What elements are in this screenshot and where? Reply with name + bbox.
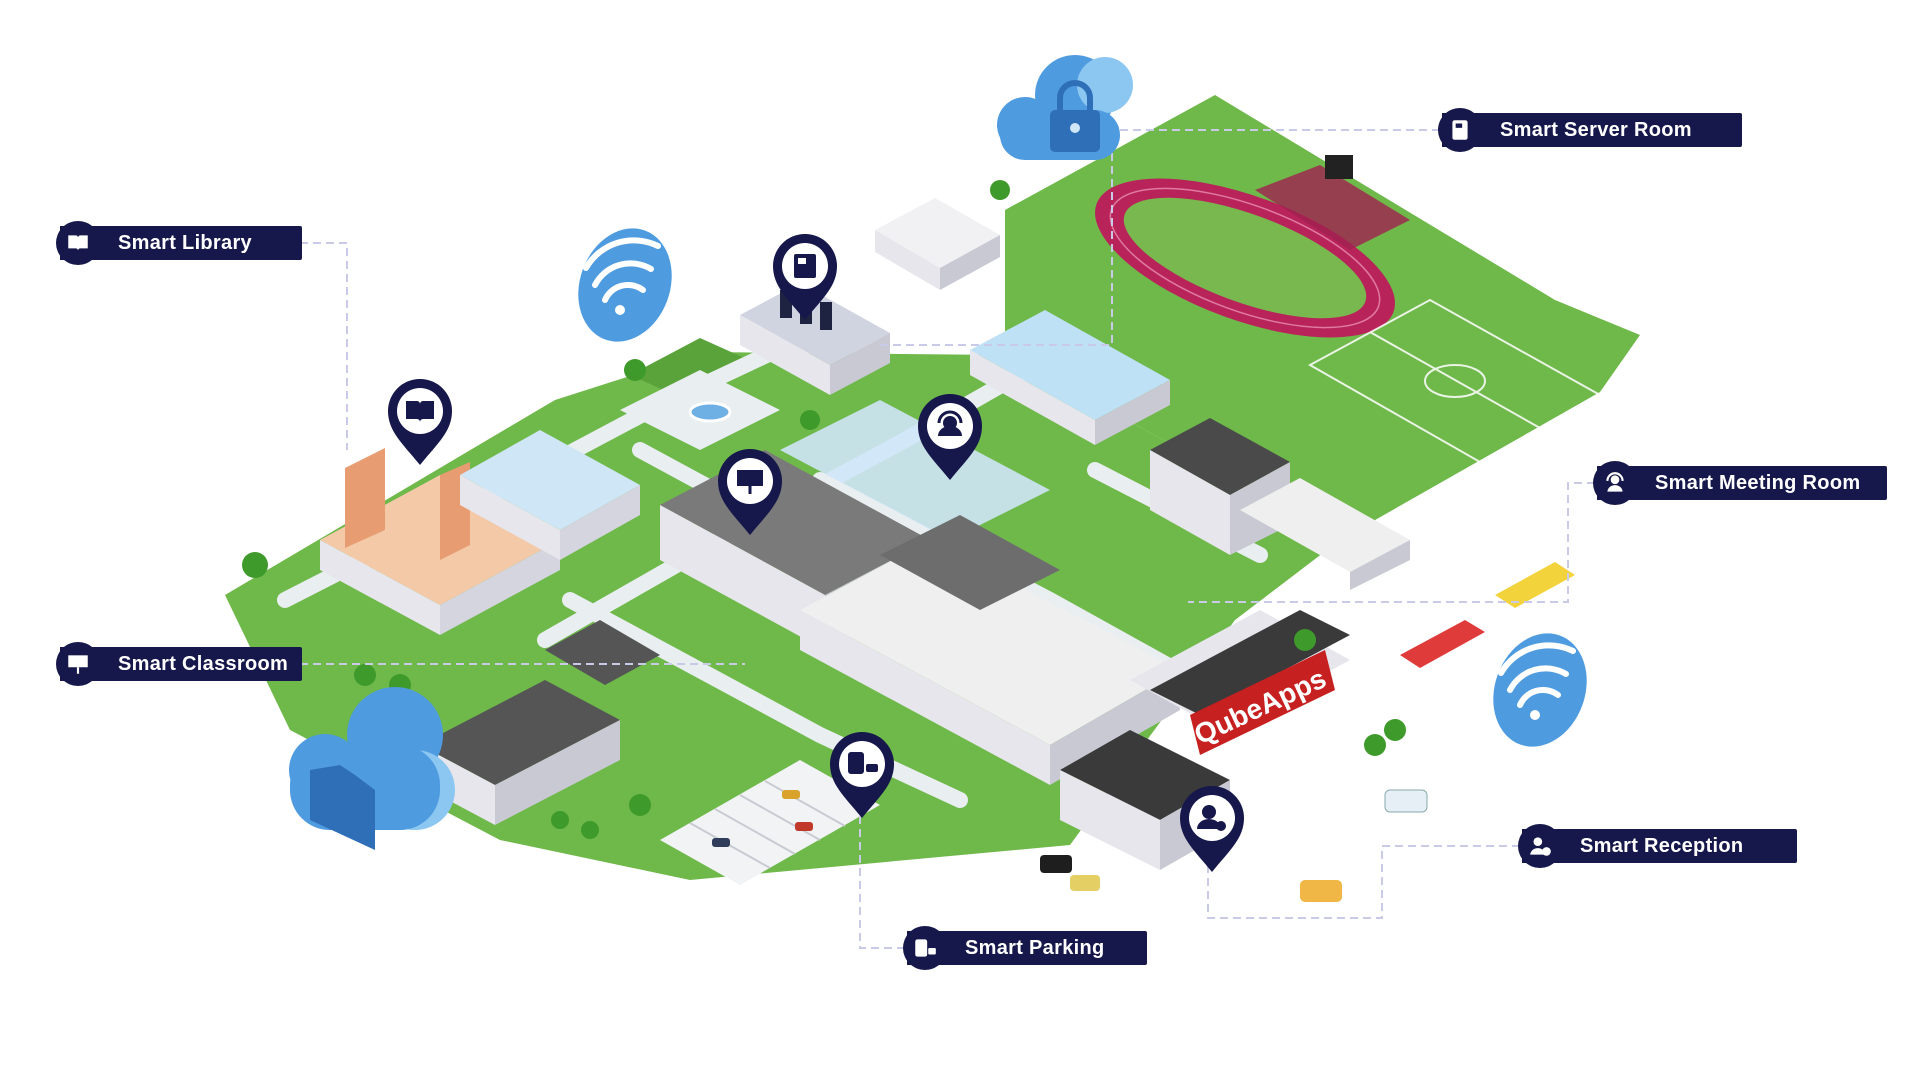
parking-icon (903, 926, 947, 970)
pin-meeting-room (918, 394, 982, 480)
callout-label: Smart Library (118, 231, 252, 254)
callout-smart-meeting-room[interactable]: Smart Meeting Room (1593, 461, 1887, 505)
football-pitch (1307, 298, 1603, 464)
pin-server-room (773, 234, 837, 320)
connector-lines (300, 129, 1595, 949)
callout-smart-reception[interactable]: Smart Reception (1518, 824, 1797, 868)
book-icon (406, 401, 434, 422)
parking-icon (848, 752, 878, 774)
presentation-icon (737, 470, 763, 494)
callout-smart-library[interactable]: Smart Library (56, 221, 302, 265)
headset-icon (937, 410, 963, 436)
building-store (875, 198, 1000, 290)
building-gym (1150, 418, 1410, 590)
pin-reception (1180, 786, 1244, 872)
callout-label: Smart Reception (1580, 834, 1744, 857)
cloud-lock-icon (997, 55, 1133, 160)
headset-icon (1593, 461, 1637, 505)
pin-classroom (718, 449, 782, 535)
building-lab (460, 430, 640, 560)
building-gym-room (970, 310, 1170, 445)
callout-smart-server-room[interactable]: Smart Server Room (1438, 108, 1742, 152)
callout-label: Smart Classroom (118, 652, 289, 675)
parking-lot (660, 760, 880, 885)
pin-library (388, 379, 452, 465)
stadium (1095, 155, 1410, 338)
callout-smart-classroom[interactable]: Smart Classroom (56, 642, 302, 686)
server-icon (794, 254, 816, 278)
callout-label: Smart Parking (965, 936, 1105, 959)
callout-label: Smart Meeting Room (1655, 471, 1861, 494)
wifi-icon (578, 228, 672, 342)
presentation-icon (56, 642, 100, 686)
book-icon (56, 221, 100, 265)
vehicles (1040, 562, 1575, 902)
user-check-icon (1518, 824, 1562, 868)
user-check-icon (1197, 805, 1226, 831)
callout-label: Smart Server Room (1500, 118, 1692, 141)
wifi-icon (1493, 633, 1587, 747)
callout-smart-parking[interactable]: Smart Parking (903, 926, 1147, 970)
cloud-folder-icon (289, 687, 455, 850)
server-icon (1438, 108, 1482, 152)
pin-parking (830, 732, 894, 818)
fountain (688, 401, 732, 423)
